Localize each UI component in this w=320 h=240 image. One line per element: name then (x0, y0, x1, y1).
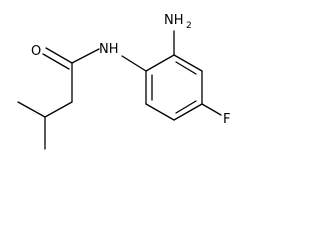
atom-labels: NH 2 NH O F (31, 13, 230, 127)
atom-label-carbonyl-o: O (31, 44, 41, 59)
ring-bond-c5-c6 (145, 103, 175, 121)
atom-label-amine-n: NH (164, 13, 184, 28)
bond-nh-carbonyl (71, 48, 100, 64)
ring-double-c4-c5 (175, 100, 197, 114)
bond-c4-f (201, 103, 222, 116)
ring-bond-c4-c5 (173, 103, 203, 121)
chemical-structure-diagram: NH 2 NH O F (17, 13, 230, 150)
atom-label-amide-n: NH (99, 42, 119, 57)
bond-carbonyl-o-outer (45, 47, 73, 64)
bond-c1-nh (121, 55, 147, 72)
ring-bond-c1-c2 (145, 54, 175, 72)
bond-carbonyl-o-inner (42, 53, 70, 70)
atom-label-fluorine: F (223, 112, 230, 127)
ring-double-c2-c3 (175, 61, 197, 75)
bond-ch2-ch (44, 101, 73, 118)
bond-ch-methyl-a (17, 101, 46, 118)
ring-bond-c2-c3 (173, 54, 203, 72)
bond-lines (17, 30, 222, 150)
atom-label-amine-subscript: 2 (186, 21, 192, 31)
